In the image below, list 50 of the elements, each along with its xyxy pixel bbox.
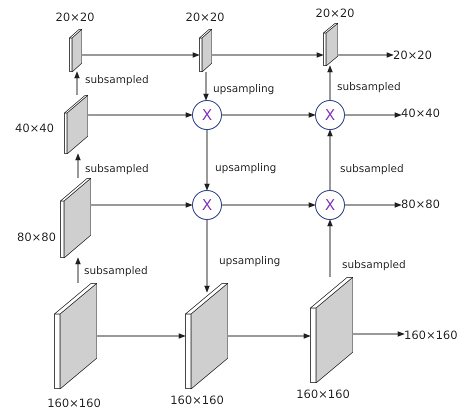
arrow: [352, 331, 405, 337]
edge-label: subsampled: [84, 162, 150, 176]
edge-label: upsampling: [218, 254, 282, 268]
arrow: [88, 112, 193, 118]
arrow: [82, 52, 200, 58]
output-size-label: 20×20: [393, 48, 432, 62]
multiply-node: [192, 190, 222, 220]
size-label: 20×20: [316, 6, 354, 20]
multiply-node: [315, 100, 345, 130]
size-label: 20×20: [56, 10, 94, 24]
arrow: [74, 71, 80, 96]
arrow: [327, 65, 333, 100]
arrow: [75, 257, 81, 284]
multiply-symbol: X: [324, 108, 336, 122]
edge-label: subsampled: [83, 264, 149, 278]
arrow: [204, 220, 210, 293]
arrow: [222, 202, 316, 208]
multiply-symbol: X: [202, 198, 212, 212]
arrow: [75, 153, 81, 178]
output-size-label: 40×40: [401, 106, 440, 120]
edge-label: upsampling: [214, 161, 278, 175]
edge-label: subsampled: [339, 162, 405, 176]
arrow: [228, 333, 311, 339]
arrow: [327, 129, 333, 190]
multiply-symbol: X: [202, 108, 212, 122]
size-label: 80×80: [17, 230, 56, 244]
arrow: [203, 72, 209, 101]
arrow: [90, 202, 193, 208]
size-label: 160×160: [47, 396, 101, 410]
arrow: [204, 130, 210, 191]
multiply-node: [315, 190, 345, 220]
arrow: [327, 219, 333, 278]
size-label: 160×160: [296, 387, 350, 401]
arrow: [344, 202, 402, 208]
size-label: 160×160: [170, 393, 224, 407]
size-label: 20×20: [186, 10, 224, 24]
arrow: [338, 52, 394, 58]
edge-label: subsampled: [84, 73, 150, 87]
output-size-label: 160×160: [404, 328, 458, 342]
output-size-label: 80×80: [401, 197, 440, 211]
multiply-node: [192, 100, 222, 130]
arrow: [344, 112, 402, 118]
edge-label: subsampled: [336, 80, 402, 94]
size-label: 40×40: [15, 121, 54, 135]
multiply-symbol: X: [324, 198, 336, 212]
edge-label: upsampling: [212, 82, 276, 96]
edge-label: subsampled: [341, 258, 407, 272]
arrow: [212, 52, 324, 58]
arrow: [96, 333, 186, 339]
arrow: [222, 112, 316, 118]
